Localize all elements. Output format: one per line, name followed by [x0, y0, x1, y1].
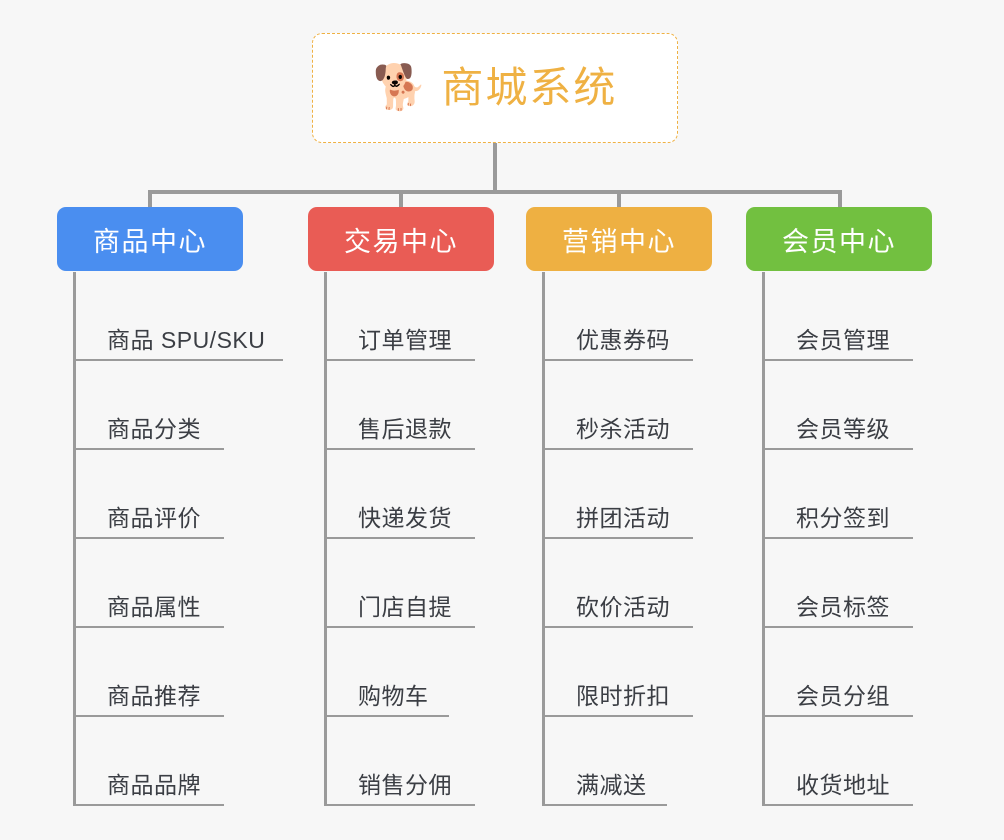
- root-title: 商城系统: [441, 64, 618, 111]
- leaf-item-label: 快递发货: [358, 505, 452, 531]
- leaf-item-label: 砍价活动: [576, 594, 670, 620]
- leaf-item-label: 商品品牌: [107, 772, 201, 798]
- leaf-item[interactable]: 会员标签: [765, 539, 970, 628]
- leaf-item[interactable]: 砍价活动: [545, 539, 750, 628]
- leaf-item-label: 满减送: [576, 772, 647, 798]
- leaf-item[interactable]: 商品分类: [76, 361, 281, 450]
- leaf-item[interactable]: 快递发货: [327, 450, 532, 539]
- leaf-item-label: 商品 SPU/SKU: [107, 327, 266, 353]
- leaf-item-label: 门店自提: [358, 594, 452, 620]
- leaf-item[interactable]: 售后退款: [327, 361, 532, 450]
- leaf-item-label: 收货地址: [796, 772, 890, 798]
- leaf-item[interactable]: 商品评价: [76, 450, 281, 539]
- category-header-trade[interactable]: 交易中心: [308, 207, 494, 271]
- leaf-item-label: 商品推荐: [107, 683, 201, 709]
- category-header-member[interactable]: 会员中心: [746, 207, 932, 271]
- leaf-item[interactable]: 拼团活动: [545, 450, 750, 539]
- leaf-item-label: 会员管理: [796, 327, 890, 353]
- connector-horizontal-bus: [148, 190, 842, 194]
- leaf-item[interactable]: 会员分组: [765, 628, 970, 717]
- leaf-item-label: 会员标签: [796, 594, 890, 620]
- leaf-item-label: 购物车: [358, 683, 429, 709]
- leaf-item-label: 售后退款: [358, 416, 452, 442]
- leaf-item-label: 优惠券码: [576, 327, 670, 353]
- leaf-list-product: 商品 SPU/SKU 商品分类 商品评价 商品属性 商品推荐 商品品牌: [73, 272, 283, 806]
- leaf-item[interactable]: 满减送: [545, 717, 750, 806]
- leaf-item[interactable]: 销售分佣: [327, 717, 532, 806]
- leaf-item[interactable]: 门店自提: [327, 539, 532, 628]
- leaf-item[interactable]: 优惠券码: [545, 272, 750, 361]
- leaf-item[interactable]: 商品推荐: [76, 628, 281, 717]
- leaf-item-label: 拼团活动: [576, 505, 670, 531]
- connector-drop-4: [838, 190, 842, 209]
- leaf-item[interactable]: 商品 SPU/SKU: [76, 272, 283, 361]
- category-header-label: 交易中心: [344, 226, 458, 257]
- category-header-label: 商品中心: [93, 226, 207, 257]
- category-column-marketing: 营销中心 优惠券码 秒杀活动 拼团活动 砍价活动 限时折扣: [526, 207, 750, 806]
- category-column-product: 商品中心 商品 SPU/SKU 商品分类 商品评价 商品属性 商品推荐: [57, 207, 283, 806]
- leaf-item[interactable]: 订单管理: [327, 272, 532, 361]
- connector-drop-1: [148, 190, 152, 209]
- leaf-item-label: 限时折扣: [576, 683, 670, 709]
- connector-drop-2: [399, 190, 403, 209]
- root-node[interactable]: 🐕 商城系统: [312, 33, 678, 143]
- category-column-trade: 交易中心 订单管理 售后退款 快递发货 门店自提 购物车: [308, 207, 532, 806]
- leaf-list-member: 会员管理 会员等级 积分签到 会员标签 会员分组 收货地址: [762, 272, 970, 806]
- leaf-item-label: 销售分佣: [358, 772, 452, 798]
- leaf-item[interactable]: 商品属性: [76, 539, 281, 628]
- category-column-member: 会员中心 会员管理 会员等级 积分签到 会员标签 会员分组: [746, 207, 970, 806]
- category-header-marketing[interactable]: 营销中心: [526, 207, 712, 271]
- category-header-label: 会员中心: [782, 226, 896, 257]
- connector-root-stem: [493, 143, 497, 191]
- connector-drop-3: [617, 190, 621, 209]
- leaf-list-trade: 订单管理 售后退款 快递发货 门店自提 购物车 销售分佣: [324, 272, 532, 806]
- leaf-item[interactable]: 收货地址: [765, 717, 970, 806]
- leaf-list-marketing: 优惠券码 秒杀活动 拼团活动 砍价活动 限时折扣 满减送: [542, 272, 750, 806]
- leaf-item[interactable]: 积分签到: [765, 450, 970, 539]
- leaf-item[interactable]: 会员管理: [765, 272, 970, 361]
- category-header-label: 营销中心: [562, 226, 676, 257]
- leaf-item-label: 积分签到: [796, 505, 890, 531]
- leaf-item[interactable]: 限时折扣: [545, 628, 750, 717]
- leaf-item[interactable]: 会员等级: [765, 361, 970, 450]
- leaf-item[interactable]: 商品品牌: [76, 717, 281, 806]
- leaf-item-label: 订单管理: [358, 327, 452, 353]
- leaf-item-label: 会员分组: [796, 683, 890, 709]
- leaf-item[interactable]: 购物车: [327, 628, 532, 717]
- category-header-product[interactable]: 商品中心: [57, 207, 243, 271]
- leaf-item-label: 秒杀活动: [576, 416, 670, 442]
- leaf-item-label: 商品属性: [107, 594, 201, 620]
- leaf-item-label: 商品分类: [107, 416, 201, 442]
- leaf-item-label: 商品评价: [107, 505, 201, 531]
- leaf-item-label: 会员等级: [796, 416, 890, 442]
- shiba-dog-face-icon: 🐕: [372, 63, 428, 112]
- leaf-item[interactable]: 秒杀活动: [545, 361, 750, 450]
